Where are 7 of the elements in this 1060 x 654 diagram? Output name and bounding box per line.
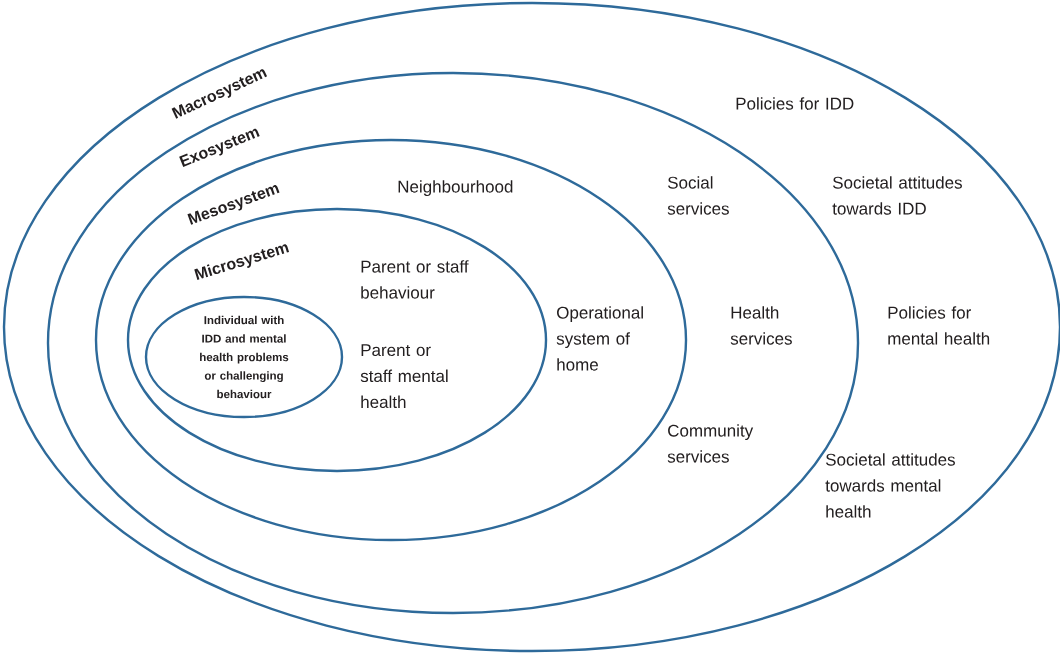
factor-label: Neighbourhood: [398, 180, 513, 197]
factor-label: Parent or staff behaviour: [361, 260, 469, 299]
factor-label: Operational system of home: [556, 306, 643, 371]
factor-label: Policies for IDD: [736, 97, 854, 110]
factor-label: Parent or staff mental health: [360, 344, 448, 409]
factor-label: Health services: [730, 306, 792, 345]
factor-label: Policies for mental health: [888, 306, 990, 345]
